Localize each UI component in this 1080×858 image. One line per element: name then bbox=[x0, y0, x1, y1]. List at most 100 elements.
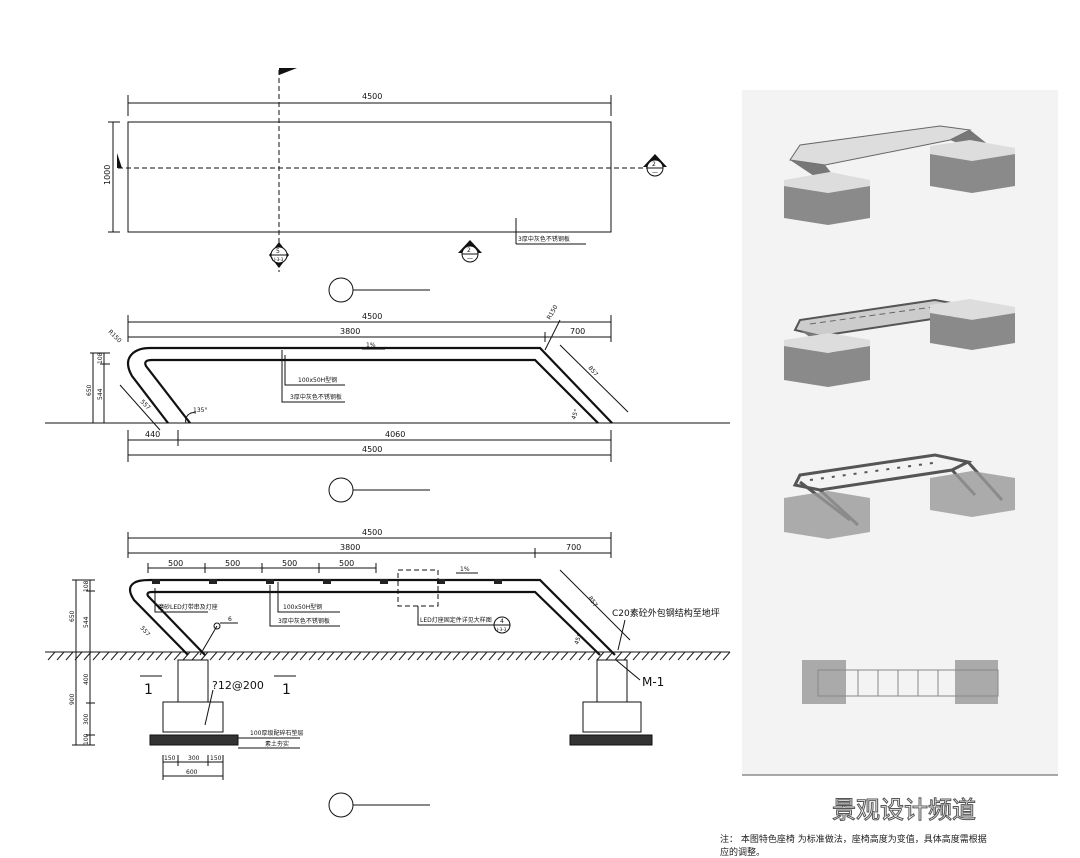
hatch-mark bbox=[560, 651, 569, 661]
hatch-mark bbox=[236, 651, 245, 661]
hatch-mark bbox=[128, 651, 137, 661]
hatch-mark bbox=[56, 651, 65, 661]
hatch-mark bbox=[182, 651, 191, 661]
hatch-mark bbox=[101, 651, 110, 661]
section-marker-3[interactable]: 2 — bbox=[643, 154, 667, 177]
svg-text:300: 300 bbox=[83, 713, 90, 725]
note-line-1: 注： 本图特色座椅 为标准做法，座椅高度为变值，具体高度需根据 bbox=[720, 835, 987, 845]
hatch-mark bbox=[389, 651, 398, 661]
svg-text:6: 6 bbox=[228, 616, 232, 623]
hatch-mark bbox=[614, 651, 623, 661]
hatch-mark bbox=[452, 651, 461, 661]
svg-text:700: 700 bbox=[570, 327, 585, 336]
led-bracket bbox=[266, 579, 274, 584]
hatch-mark bbox=[326, 651, 335, 661]
plan-dim-width: 1000 bbox=[103, 165, 112, 185]
hatch-mark bbox=[650, 651, 659, 661]
detail-marker[interactable]: 4 LJ-3-3 bbox=[493, 616, 511, 634]
svg-text:100x50H型钢: 100x50H型钢 bbox=[283, 603, 322, 611]
hatch-mark bbox=[443, 651, 452, 661]
hatch-mark bbox=[110, 651, 119, 661]
view-title-circle-3 bbox=[328, 792, 354, 818]
svg-text:LJ-3-3: LJ-3-3 bbox=[495, 627, 507, 632]
svg-text:5: 5 bbox=[276, 248, 280, 255]
hatch-mark bbox=[200, 651, 209, 661]
hatch-mark bbox=[434, 651, 443, 661]
hatch-mark bbox=[632, 651, 641, 661]
svg-text:500: 500 bbox=[168, 559, 183, 568]
bench-inner bbox=[144, 358, 599, 424]
render-solid bbox=[784, 125, 1015, 225]
svg-text:150: 150 bbox=[210, 755, 222, 762]
svg-text:857: 857 bbox=[586, 365, 599, 378]
hatch-mark bbox=[299, 651, 308, 661]
svg-text:4060: 4060 bbox=[385, 430, 405, 439]
svg-text:R150: R150 bbox=[546, 304, 560, 321]
svg-text:45°: 45° bbox=[573, 633, 583, 645]
svg-text:600: 600 bbox=[186, 769, 198, 776]
watermark: 景观设计频道 bbox=[832, 796, 977, 825]
hatch-mark bbox=[722, 651, 731, 661]
section-marker-1[interactable]: 5 LJ-3-3 bbox=[269, 242, 289, 268]
plan-material-label: 3厚中灰色不锈钢板 bbox=[518, 235, 570, 243]
hatch-mark bbox=[47, 651, 56, 661]
view-title-circle-2 bbox=[328, 477, 354, 503]
hatch-mark bbox=[245, 651, 254, 661]
svg-text:3800: 3800 bbox=[340, 543, 360, 552]
svg-text:4: 4 bbox=[500, 618, 504, 625]
hatch-mark bbox=[362, 651, 371, 661]
hatch-mark bbox=[425, 651, 434, 661]
svg-text:?12@200: ?12@200 bbox=[212, 679, 264, 692]
hatch-mark bbox=[119, 651, 128, 661]
hatch-mark bbox=[623, 651, 632, 661]
hatch-mark bbox=[155, 651, 164, 661]
svg-text:—: — bbox=[652, 169, 658, 176]
svg-text:4500: 4500 bbox=[362, 528, 382, 537]
svg-text:素土夯实: 素土夯实 bbox=[265, 740, 289, 748]
hatch-mark bbox=[542, 651, 551, 661]
svg-text:400: 400 bbox=[83, 673, 90, 685]
led-bracket bbox=[380, 579, 388, 584]
hatch-mark bbox=[497, 651, 506, 661]
svg-text:700: 700 bbox=[566, 543, 581, 552]
svg-text:900: 900 bbox=[69, 693, 76, 705]
svg-text:C20素砼外包钢结构至地坪: C20素砼外包钢结构至地坪 bbox=[612, 607, 720, 619]
svg-text:—: — bbox=[467, 255, 473, 262]
hatch-mark bbox=[461, 651, 470, 661]
hatch-mark bbox=[506, 651, 515, 661]
left-pier bbox=[177, 659, 209, 703]
svg-text:3800: 3800 bbox=[340, 327, 360, 336]
hatch-mark bbox=[488, 651, 497, 661]
view-title-circle-1 bbox=[328, 277, 354, 303]
section-marker-2[interactable]: 2 — bbox=[458, 240, 482, 263]
note-line-2: 应的调整。 bbox=[720, 848, 766, 858]
svg-text:4500: 4500 bbox=[362, 312, 382, 321]
svg-text:LED灯座固定件详见大样图: LED灯座固定件详见大样图 bbox=[420, 616, 492, 624]
svg-text:R150: R150 bbox=[107, 328, 123, 344]
hatch-mark bbox=[587, 651, 596, 661]
svg-text:557: 557 bbox=[138, 625, 151, 638]
hatch-mark bbox=[416, 651, 425, 661]
svg-text:4500: 4500 bbox=[362, 445, 382, 454]
hatch-mark bbox=[398, 651, 407, 661]
hatch-mark bbox=[146, 651, 155, 661]
svg-text:544: 544 bbox=[83, 616, 90, 628]
left-footing bbox=[162, 701, 224, 733]
plan-outline bbox=[127, 121, 612, 233]
hatch-mark bbox=[218, 651, 227, 661]
hatch-mark bbox=[641, 651, 650, 661]
elevation-view: 4500 3800 700 1% R150 R150 650 108 544 5… bbox=[45, 304, 730, 503]
right-pier bbox=[596, 659, 628, 703]
led-bracket bbox=[152, 579, 160, 584]
hatch-mark bbox=[227, 651, 236, 661]
svg-text:2: 2 bbox=[467, 247, 471, 254]
svg-text:650: 650 bbox=[69, 610, 76, 622]
hatch-mark bbox=[686, 651, 695, 661]
hatch-mark bbox=[65, 651, 74, 661]
svg-text:650: 650 bbox=[86, 384, 93, 396]
hatch-mark bbox=[317, 651, 326, 661]
render-frame bbox=[784, 298, 1015, 387]
hatch-mark bbox=[209, 651, 218, 661]
svg-text:1%: 1% bbox=[460, 566, 470, 573]
hatch-mark bbox=[308, 651, 317, 661]
